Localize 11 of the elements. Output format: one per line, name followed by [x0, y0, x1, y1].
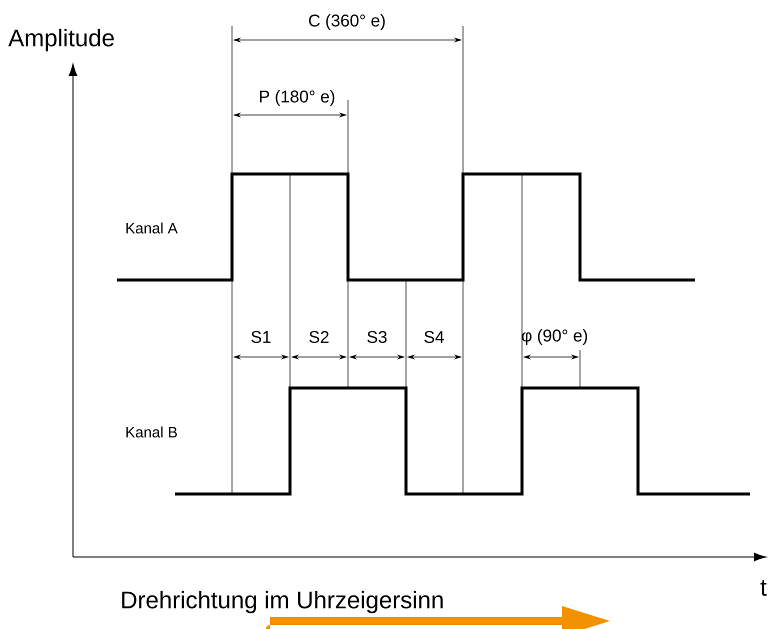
caption-text: Drehrichtung im Uhrzeigersinn	[122, 590, 443, 614]
axis-label: Amplitude	[8, 28, 114, 52]
dimension-label: P (180° e)	[260, 90, 334, 106]
dimension-label: S1	[251, 330, 271, 344]
channel-label: Kanal B	[126, 426, 177, 438]
dimension-label: C (360° e)	[309, 14, 385, 30]
channel-label: Kanal A	[126, 222, 178, 234]
dimension-label: S2	[309, 330, 329, 344]
dimension-label: S3	[367, 330, 387, 344]
dimension-label: S4	[424, 330, 444, 344]
axis-label: t	[760, 580, 767, 596]
